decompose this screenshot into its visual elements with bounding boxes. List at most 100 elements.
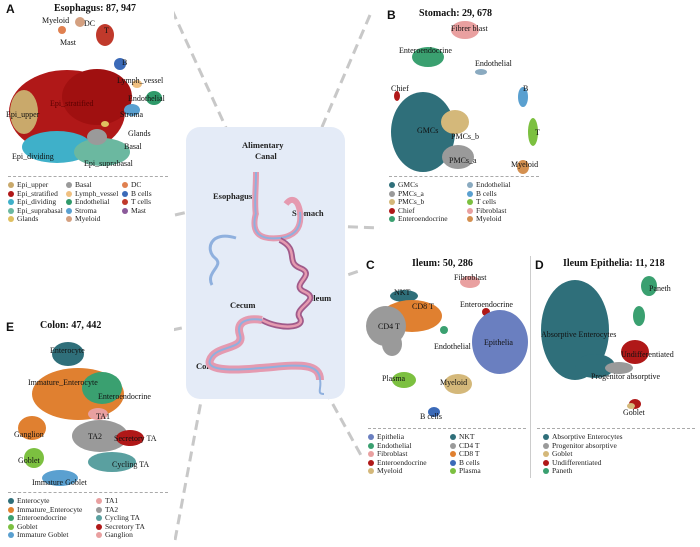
legend-item: Enteroendocrine [389, 214, 448, 223]
legend-color-swatch [368, 442, 374, 449]
legend-color-swatch [389, 216, 395, 223]
legend-item: GMCs [389, 180, 418, 189]
legend-label: PMCs_b [398, 197, 425, 206]
cluster-label-epi-dividing: Epi_dividing [12, 152, 54, 161]
panel-title: Colon: 47, 442 [40, 320, 102, 331]
legend-divider [389, 176, 539, 177]
legend-item: TA2 [96, 505, 118, 514]
legend-item: B cells [450, 458, 480, 467]
legend-color-swatch [122, 199, 128, 206]
legend-label: Basal [75, 180, 92, 189]
legend-color-swatch [389, 207, 395, 214]
cluster-label-epi-suprabasal: Epi_suprabasal [84, 159, 133, 168]
legend-item: Epi_upper [8, 180, 48, 189]
cluster-label-absorptive-enterocytes: Absorptive Enterocytes [541, 330, 617, 339]
cluster-label-b: B [523, 84, 529, 93]
legend-color-swatch [543, 442, 549, 449]
label-ileum: Ileum [310, 293, 332, 303]
legend-label: T cells [131, 197, 152, 206]
legend-color-swatch [8, 506, 14, 513]
legend-item: NKT [450, 432, 474, 441]
legend-item: PMCs_a [389, 189, 424, 198]
legend-item: Enteroendocrine [368, 458, 427, 467]
cluster-label-mast: Mast [60, 38, 76, 47]
legend-label: PMCs_a [398, 188, 424, 198]
legend-color-swatch [368, 434, 374, 441]
legend-item: PMCs_b [389, 197, 424, 206]
legend-color-swatch [8, 207, 14, 214]
legend-item: Plasma [450, 466, 481, 475]
legend-label: TA2 [105, 504, 119, 514]
legend-label: B cells [476, 188, 497, 198]
panel-letter: E [6, 320, 15, 334]
legend-color-swatch [66, 190, 72, 197]
legend-label: Secretory TA [105, 521, 145, 531]
legend-label: Enterocyte [17, 496, 50, 505]
cluster-label-dc: DC [84, 19, 96, 28]
cluster-label-enterocyte: Enterocyte [50, 346, 85, 355]
legend-item: Myeloid [368, 466, 402, 475]
cluster-label-epi-stratified: Epi_stratified [50, 99, 94, 108]
label-esophagus: Esophagus [213, 191, 253, 201]
alimentary-canal-title-2: Canal [255, 151, 277, 161]
legend-color-swatch [543, 451, 549, 458]
legend-color-swatch [96, 506, 102, 513]
legend-color-swatch [96, 515, 102, 522]
cluster-label-ta1: TA1 [96, 412, 111, 421]
legend-label: Epithelia [377, 432, 405, 441]
legend-item: Basal [66, 180, 92, 189]
cluster-label-plasma: Plasma [382, 374, 406, 383]
legend-color-swatch [368, 459, 374, 466]
cluster-label-undifferentiated: Undifferentiated [621, 350, 674, 359]
cluster-label-glands: Glands [128, 129, 151, 138]
legend-divider [8, 492, 168, 493]
panel-title: Stomach: 29, 678 [419, 8, 493, 19]
cluster-label-enteroendocrine: Enteroendocrine [399, 46, 452, 55]
legend-item: B cells [467, 189, 497, 198]
legend-item: Immature_Enterocyte [8, 505, 82, 514]
panel-colon: E Colon: 47, 442 Enterocyte Immature_Ent… [2, 318, 174, 543]
cluster-label-chief: Chief [391, 84, 409, 93]
legend-label: Endothelial [377, 440, 412, 450]
legend-item: Epi_stratified [8, 189, 58, 198]
legend-item: Endothelial [66, 197, 110, 206]
legend-label: Endothelial [476, 180, 511, 189]
legend-label: Immature_Enterocyte [17, 504, 83, 514]
panel-letter: A [6, 2, 15, 16]
cluster-label-gmcs: GMCs [417, 126, 439, 135]
legend-color-swatch [8, 182, 14, 189]
cluster-label-epi-upper: Epi_upper [6, 110, 40, 119]
legend-label: Mast [131, 205, 146, 215]
panel-title: Ileum: 50, 286 [412, 258, 473, 269]
legend-label: Goblet [17, 521, 38, 531]
legend-color-swatch [8, 216, 14, 223]
legend-color-swatch [450, 451, 456, 458]
legend-color-swatch [8, 498, 14, 505]
cluster-label-immature-enterocyte: Immature_Enterocyte [28, 378, 98, 387]
legend-label: Epi_upper [17, 180, 49, 189]
legend-item: TA1 [96, 496, 118, 505]
legend-label: CD4 T [459, 440, 480, 450]
legend-label: Ganglion [105, 530, 133, 539]
legend-label: Myeloid [377, 466, 403, 475]
legend-label: Undifferentiated [552, 457, 602, 467]
cluster-label-basal: Basal [124, 142, 142, 151]
legend-color-swatch [66, 216, 72, 223]
cluster-label-pmcs-a: PMCs_a [449, 156, 477, 165]
legend-color-swatch [66, 199, 72, 206]
legend-color-swatch [450, 434, 456, 441]
legend-divider [8, 176, 168, 177]
legend-label: GMCs [398, 180, 419, 189]
legend-label: DC [131, 180, 142, 189]
legend-item: Absorptive Enterocytes [543, 432, 623, 441]
legend-item: Glands [8, 214, 38, 223]
umap-plot [9, 17, 162, 166]
cluster-label-endothelial: Endothelial [475, 59, 512, 68]
legend-label: Paneth [552, 466, 573, 475]
legend-divider [537, 428, 695, 429]
legend-label: Plasma [459, 466, 481, 475]
